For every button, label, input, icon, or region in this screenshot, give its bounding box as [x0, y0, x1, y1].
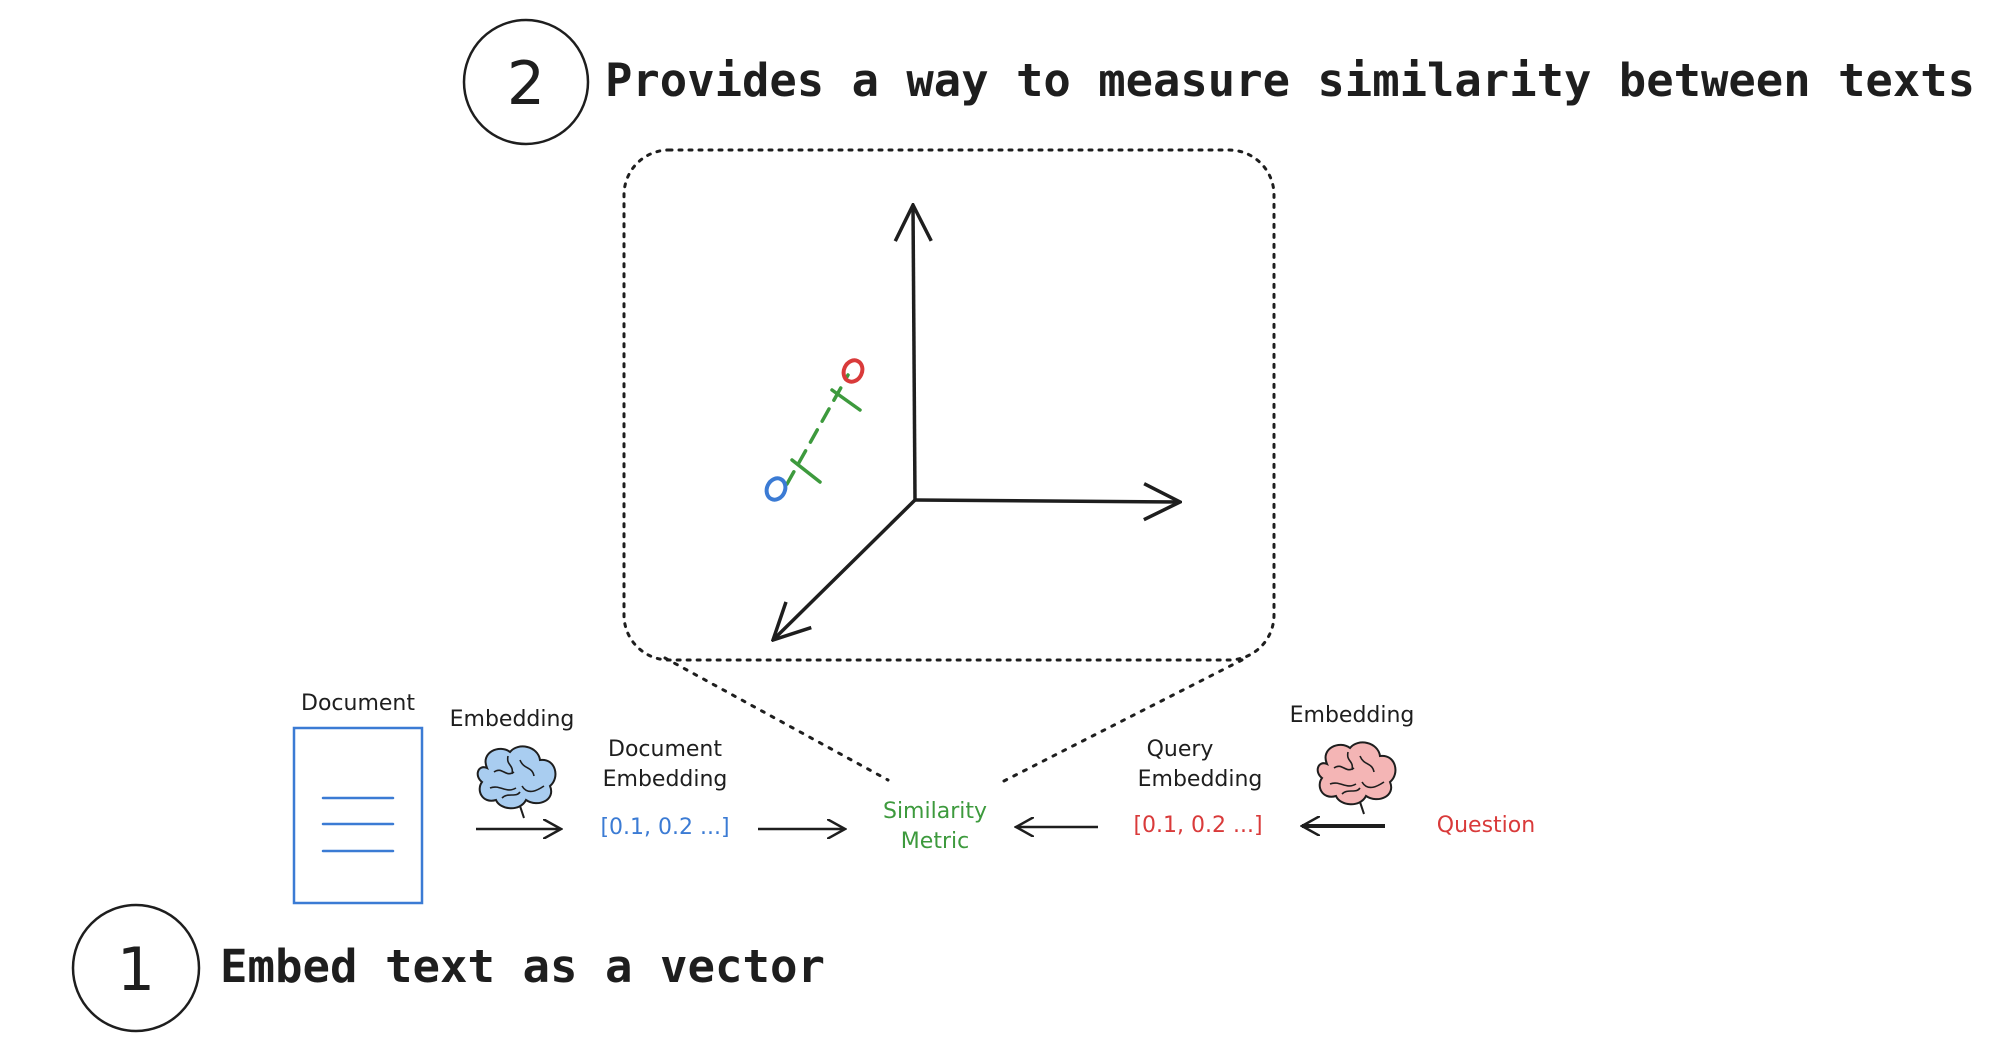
step-2-caption: Provides a way to measure similarity bet…	[605, 54, 1975, 107]
doc-vector-label-line1: Document	[608, 737, 722, 762]
doc-vector-label-line2: Embedding	[603, 767, 728, 792]
vector-points	[764, 358, 865, 502]
vector-space-box	[622, 148, 1276, 662]
zoom-line-right	[998, 658, 1244, 785]
step-1-circle	[71, 903, 201, 1033]
document-label: Document	[301, 691, 415, 716]
distance-tick-lower	[790, 458, 822, 484]
step-1-number: 1	[117, 935, 155, 1005]
step-2-number: 2	[507, 49, 545, 119]
doc-vector-value: [0.1, 0.2 ...]	[600, 815, 729, 840]
step-2-header: 2 Provides a way to measure similarity b…	[462, 18, 1975, 146]
3d-axes	[773, 205, 1180, 640]
similarity-distance-line	[785, 373, 850, 486]
query-embedding-label: Embedding	[1290, 703, 1415, 728]
query-vector-value: [0.1, 0.2 ...]	[1133, 813, 1262, 838]
step-1-footer: 1 Embed text as a vector	[71, 903, 825, 1033]
question-label: Question	[1437, 813, 1535, 838]
axis-y	[913, 205, 915, 501]
doc-embedding-label: Embedding	[450, 707, 575, 732]
brain-icon	[476, 745, 557, 819]
document-icon	[292, 726, 424, 905]
query-vector-label-line1: Query	[1147, 737, 1214, 762]
query-vector-label-line2: Embedding	[1138, 767, 1263, 792]
query-vector-point	[841, 358, 865, 384]
brain-icon	[1316, 741, 1397, 815]
zoom-line-left	[663, 656, 890, 782]
distance-tick-upper	[830, 388, 862, 412]
document-vector-point	[764, 476, 788, 502]
axis-x	[914, 500, 1180, 502]
similarity-metric-line1: Similarity	[883, 799, 987, 824]
similarity-metric-line2: Metric	[901, 829, 969, 854]
axis-z	[773, 498, 917, 640]
step-1-caption: Embed text as a vector	[220, 940, 825, 993]
step-2-circle	[462, 18, 590, 146]
